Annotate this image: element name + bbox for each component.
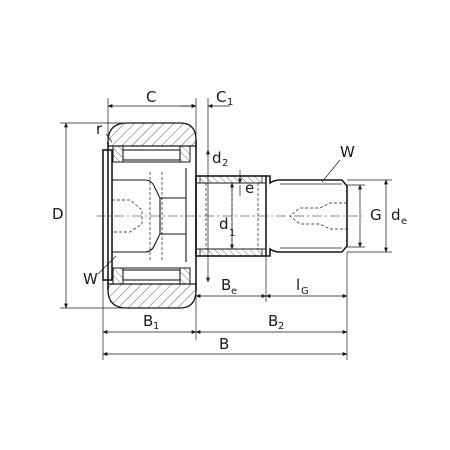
- label-e: e: [245, 179, 254, 197]
- stud-head: [102, 149, 187, 281]
- label-r: r: [96, 120, 103, 138]
- label-C1: C: [216, 88, 226, 106]
- label-lG-subscript: G: [301, 286, 309, 297]
- label-B1: B: [143, 312, 153, 330]
- label-d2-subscript: 2: [222, 158, 228, 169]
- label-Be: B: [221, 276, 231, 294]
- label-B2-subscript: 2: [278, 321, 284, 332]
- outer-ring: [107, 122, 197, 309]
- thread-section: [266, 175, 348, 257]
- label-de-subscript: e: [401, 216, 407, 227]
- label-d1-subscript: 1: [229, 228, 235, 239]
- side-washers: [112, 145, 191, 285]
- dimension-lines: [64, 104, 388, 356]
- label-C1-subscript: 1: [227, 97, 233, 108]
- label-de: d: [391, 206, 401, 224]
- label-W-top: W: [340, 143, 355, 161]
- label-G: G: [370, 206, 382, 224]
- label-lG: l: [296, 276, 300, 294]
- label-d2: d: [212, 149, 222, 167]
- label-D: D: [52, 205, 64, 223]
- label-B1-subscript: 1: [153, 321, 159, 332]
- label-W-bottom: W: [83, 270, 98, 288]
- label-Be-subscript: e: [231, 286, 237, 297]
- label-B2: B: [268, 312, 278, 330]
- label-B: B: [219, 335, 229, 353]
- label-C: C: [146, 88, 156, 106]
- label-d1: d: [219, 215, 229, 233]
